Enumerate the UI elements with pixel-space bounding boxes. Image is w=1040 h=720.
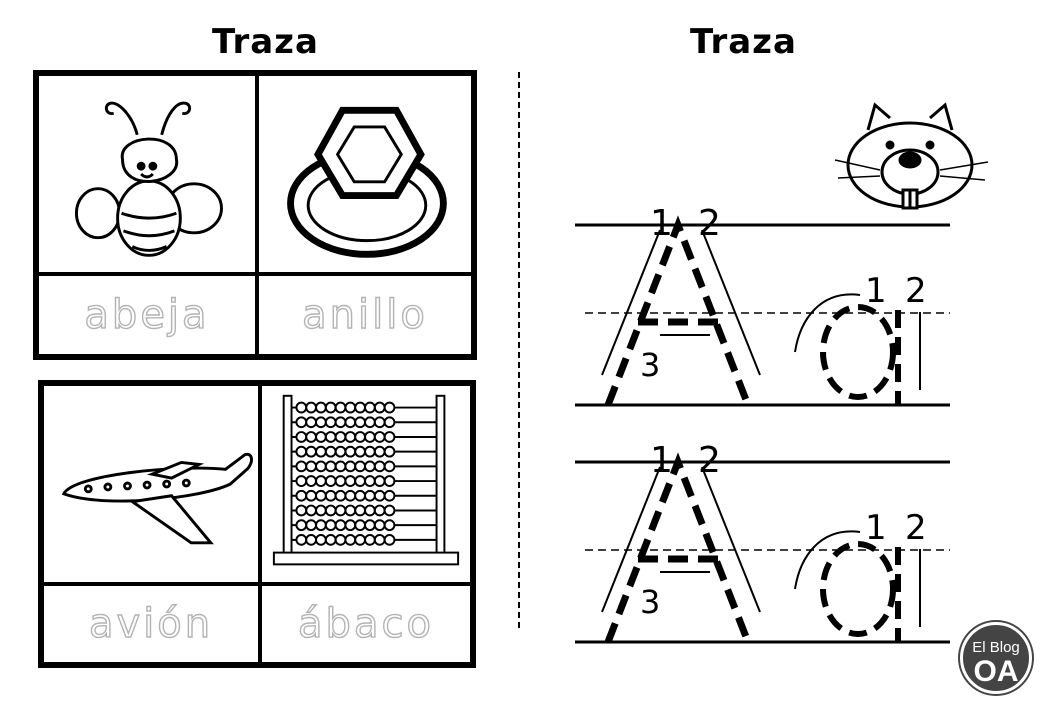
step-2-label: 2 bbox=[698, 203, 721, 244]
trace-letter-upper bbox=[604, 452, 752, 644]
ring-icon bbox=[287, 106, 447, 258]
ring-picture-cell bbox=[257, 74, 473, 274]
trace-letter-upper bbox=[604, 215, 752, 407]
step-3-label: 3 bbox=[640, 346, 660, 384]
abacus-icon bbox=[272, 394, 460, 566]
logo-line-2: OA bbox=[973, 655, 1019, 688]
trace-row-2: 1 2 3 1 2 bbox=[575, 440, 950, 644]
card-sheet-bottom: avión ábaco bbox=[38, 380, 476, 668]
left-title: Traza bbox=[212, 22, 319, 62]
trace-letter-lower bbox=[820, 541, 896, 637]
lower-step-1-label: 1 bbox=[865, 508, 887, 548]
trace-word-abeja: abeja bbox=[84, 291, 210, 338]
lower-step-1-label: 1 bbox=[865, 271, 887, 311]
step-2-label: 2 bbox=[698, 440, 721, 481]
step-1-label: 1 bbox=[650, 203, 673, 244]
word-cell-abaco: ábaco bbox=[260, 584, 472, 664]
right-title: Traza bbox=[690, 22, 797, 62]
card-sheet-top: abeja anillo bbox=[33, 70, 477, 360]
trace-word-abaco: ábaco bbox=[297, 600, 434, 647]
word-cell-avion: avión bbox=[42, 584, 260, 664]
tracing-area: 1 2 3 1 2 1 2 3 1 2 bbox=[575, 203, 950, 644]
trace-word-avion: avión bbox=[88, 600, 214, 647]
trace-row-1: 1 2 3 1 2 bbox=[575, 203, 950, 407]
abacus-picture-cell bbox=[260, 384, 472, 584]
airplane-icon bbox=[61, 452, 253, 545]
bee-icon bbox=[74, 101, 223, 257]
beaver-icon bbox=[834, 102, 989, 210]
trace-word-anillo: anillo bbox=[301, 291, 428, 338]
lower-step-2-label: 2 bbox=[905, 271, 927, 311]
word-cell-anillo: anillo bbox=[257, 274, 473, 356]
page-divider bbox=[518, 72, 520, 628]
airplane-picture-cell bbox=[42, 384, 260, 584]
logo-line-1: El Blog bbox=[972, 639, 1020, 656]
step-1-label: 1 bbox=[650, 440, 673, 481]
bee-picture-cell bbox=[37, 74, 257, 274]
blog-logo: El Blog OA bbox=[960, 622, 1032, 694]
trace-letter-lower bbox=[820, 304, 896, 400]
lower-step-2-label: 2 bbox=[905, 508, 927, 548]
word-cell-abeja: abeja bbox=[37, 274, 257, 356]
step-3-label: 3 bbox=[640, 583, 660, 621]
